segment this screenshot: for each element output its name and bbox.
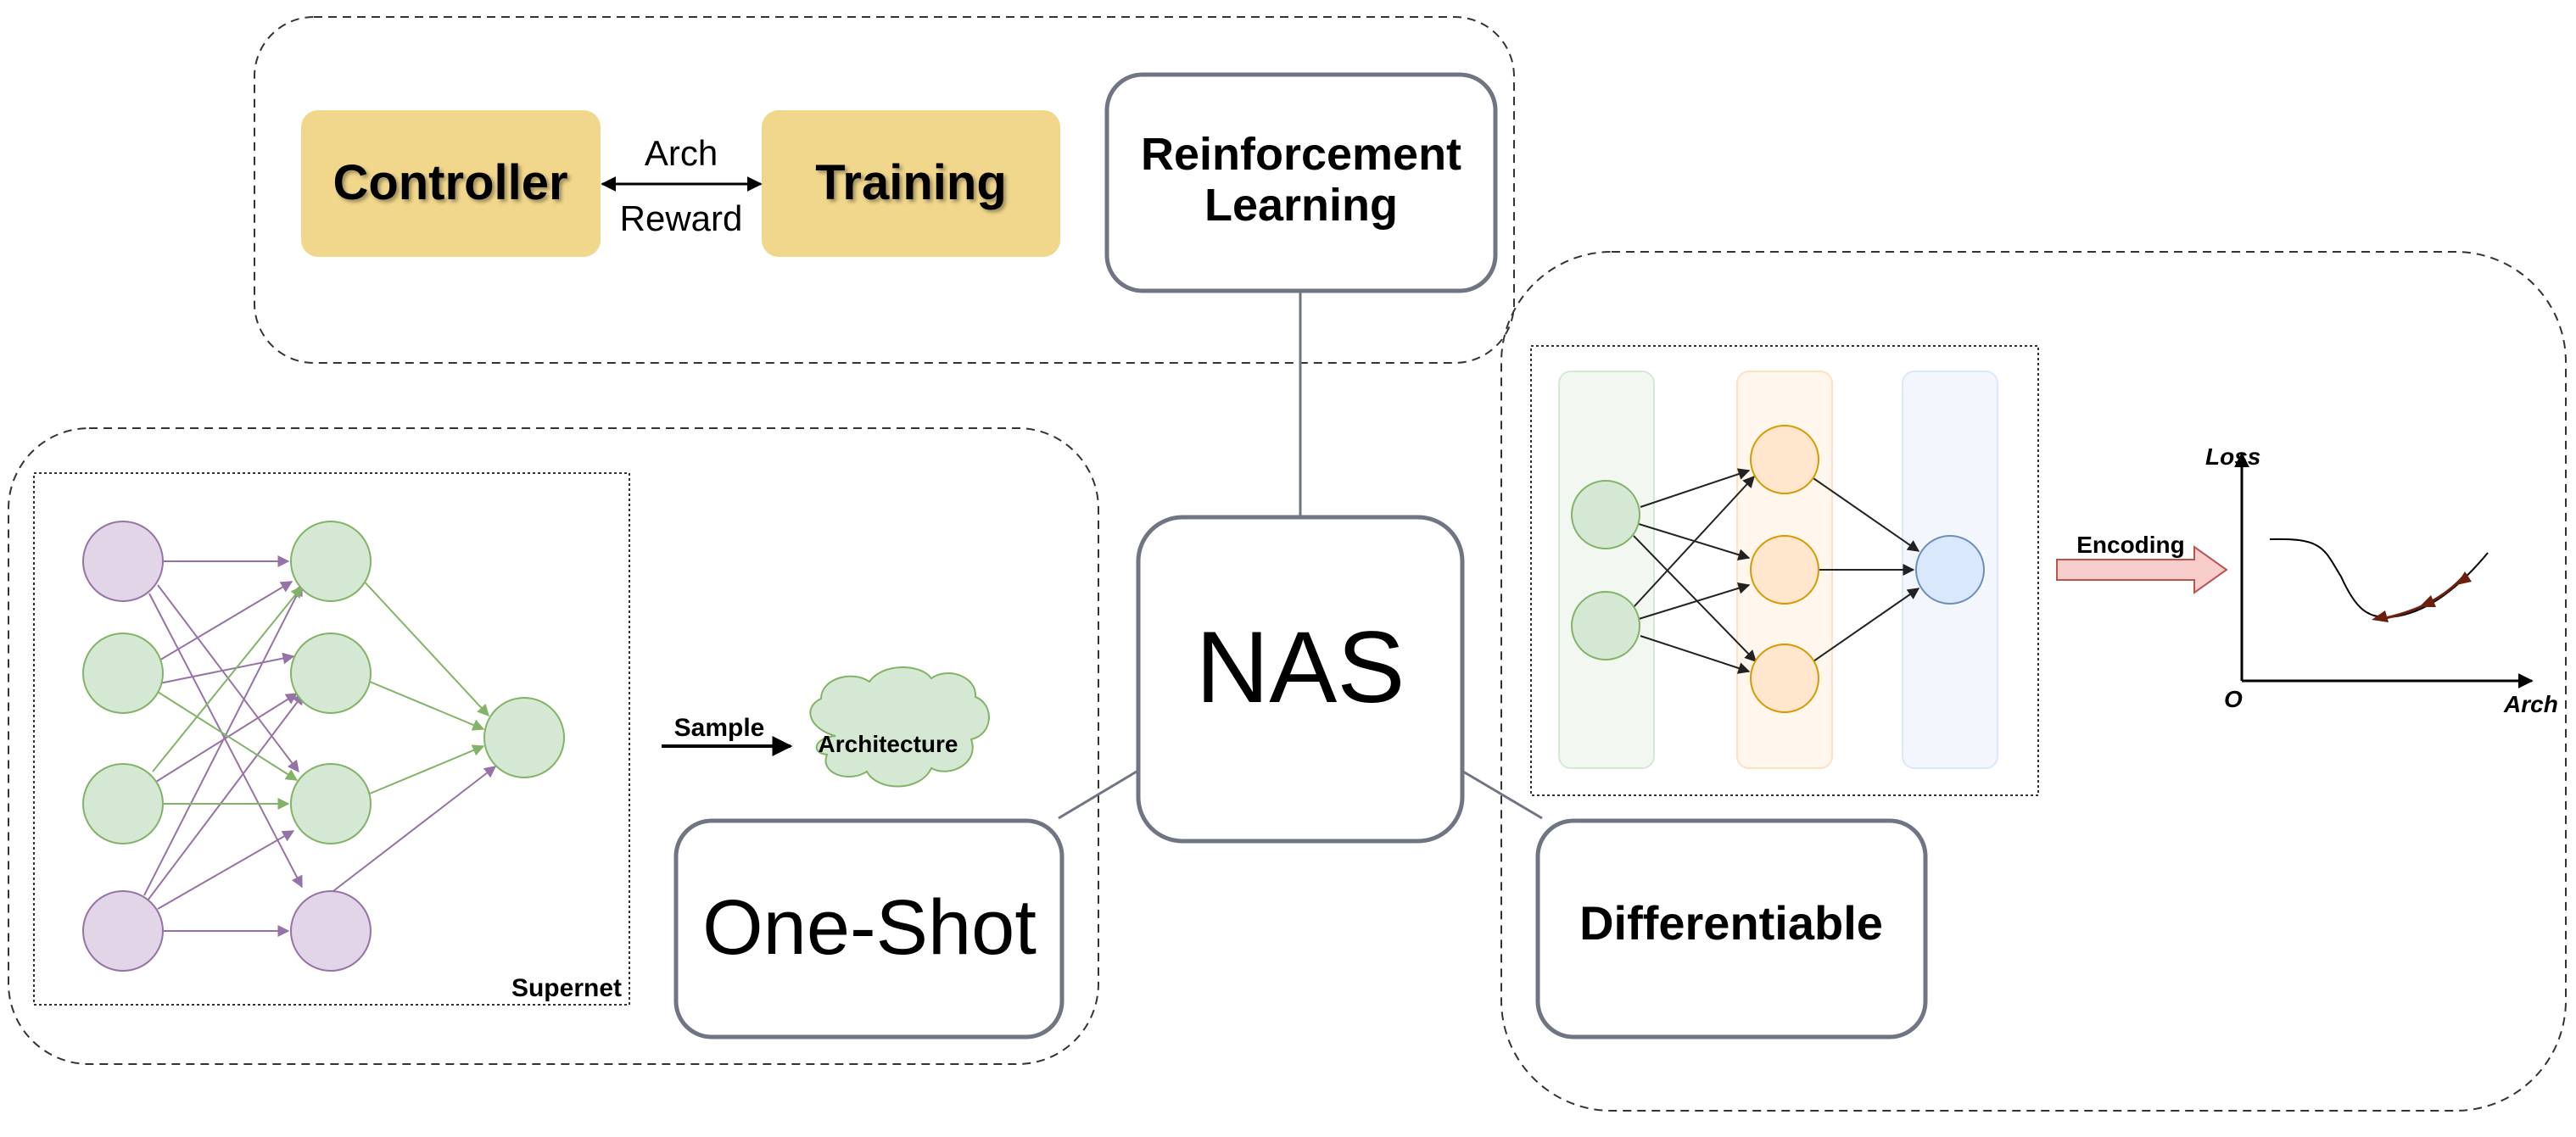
controller-box	[301, 110, 601, 257]
supernet-hidden-node	[290, 633, 372, 714]
reward-label: Reward	[620, 198, 743, 238]
rl-group-container	[254, 16, 1515, 364]
differentiable-group-container	[1500, 251, 2567, 1112]
rl-title-line2: Learning	[1204, 180, 1398, 231]
sample-label: Sample	[674, 714, 765, 742]
differentiable-title: Differentiable	[1579, 896, 1883, 950]
supernet-input-node	[82, 890, 164, 972]
controller-label: Controller	[332, 155, 567, 210]
encoding-label: Encoding	[2076, 532, 2185, 558]
arch-axis-label: Arch	[2503, 691, 2558, 717]
supernet-input-node	[82, 633, 164, 714]
descent-marker	[2456, 571, 2472, 585]
diff-hidden-node	[1750, 425, 1819, 494]
supernet-output-node	[483, 697, 565, 778]
one-shot-group-container	[8, 427, 1099, 1065]
arch-label: Arch	[645, 133, 718, 173]
diff-output-node	[1915, 535, 1985, 605]
diff-input-node	[1571, 480, 1640, 549]
connector-nas-one-shot	[1058, 770, 1137, 820]
loss-curve	[2269, 538, 2489, 619]
layer-column-input	[1558, 371, 1655, 769]
nas-box	[1136, 515, 1465, 844]
origin-label: O	[2224, 686, 2243, 712]
architecture-label: Architecture	[819, 731, 958, 757]
one-shot-title-box	[673, 818, 1064, 1039]
supernet-graph	[82, 521, 565, 972]
rl-title-box	[1104, 72, 1498, 293]
rl-title-line1: Reinforcement	[1141, 129, 1461, 180]
supernet-input-node	[82, 521, 164, 602]
supernet-label: Supernet	[511, 974, 622, 1002]
descent-marker	[2372, 610, 2389, 622]
diff-input-node	[1571, 591, 1640, 660]
diff-hidden-node	[1750, 644, 1819, 713]
gradient-descent-path	[2381, 574, 2467, 621]
loss-plot: Loss Arch O	[2205, 443, 2558, 717]
one-shot-title: One-Shot	[702, 884, 1037, 971]
differentiable-title-box	[1535, 818, 1928, 1039]
training-box	[762, 110, 1060, 257]
descent-marker	[2419, 595, 2436, 607]
diff-hidden-node	[1750, 535, 1819, 605]
training-label: Training	[815, 155, 1007, 210]
supernet-frame	[33, 472, 630, 1006]
supernet-input-node	[82, 763, 164, 844]
differentiable-network	[1558, 371, 1998, 769]
architecture-cloud	[809, 666, 990, 788]
connector-nas-differentiable	[1462, 770, 1543, 820]
nas-label: NAS	[1196, 610, 1405, 724]
supernet-hidden-node	[290, 763, 372, 844]
encoding-arrow	[2056, 545, 2228, 594]
supernet-hidden-node	[290, 890, 372, 972]
loss-axis-label: Loss	[2205, 443, 2260, 470]
supernet-hidden-node	[290, 521, 372, 602]
